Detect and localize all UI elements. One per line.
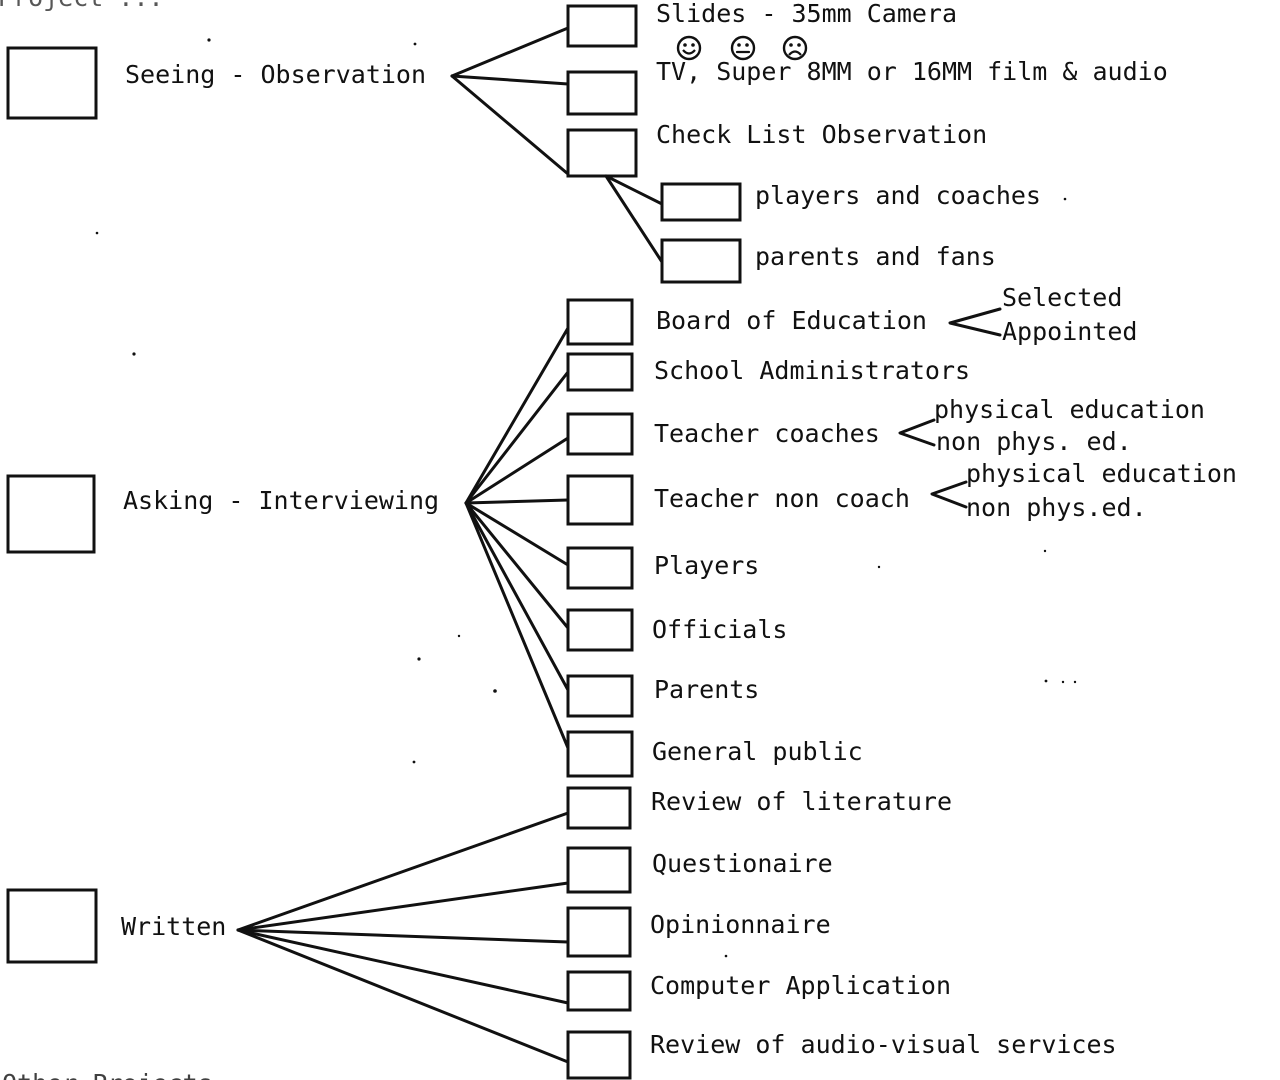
teacher-coaches-sub-connectors bbox=[898, 418, 936, 447]
seeing-connectors bbox=[450, 26, 570, 176]
asking-item-teacher-coaches: Teacher coaches bbox=[654, 419, 880, 448]
teacher-non-coach-sub-non-pe: non phys.ed. bbox=[966, 493, 1147, 522]
written-item-computer: Computer Application bbox=[650, 971, 951, 1000]
seeing-item-box-checklist[interactable] bbox=[566, 128, 638, 178]
seeing-item-checklist: Check List Observation bbox=[656, 120, 987, 149]
checklist-box-players[interactable] bbox=[660, 182, 742, 222]
written-box-computer[interactable] bbox=[566, 970, 632, 1012]
asking-item-teacher-non-coach: Teacher non coach bbox=[654, 484, 910, 513]
asking-item-board: Board of Education bbox=[656, 306, 927, 335]
asking-box-parents[interactable] bbox=[566, 674, 634, 718]
checklist-item-players: players and coaches bbox=[755, 181, 1041, 210]
board-sub-selected: Selected bbox=[1002, 283, 1122, 312]
asking-item-officials: Officials bbox=[652, 615, 787, 644]
checklist-connectors bbox=[604, 174, 664, 264]
seeing-item-box-tv[interactable] bbox=[566, 70, 638, 116]
asking-box-players[interactable] bbox=[566, 546, 634, 590]
asking-category-label: Asking - Interviewing bbox=[123, 486, 439, 515]
seeing-category-box[interactable] bbox=[6, 46, 98, 120]
asking-box-officials[interactable] bbox=[566, 608, 634, 652]
seeing-item-slides: Slides - 35mm Camera bbox=[656, 0, 957, 28]
asking-item-administrators: School Administrators bbox=[654, 356, 970, 385]
asking-item-players: Players bbox=[654, 551, 759, 580]
asking-item-parents: Parents bbox=[654, 675, 759, 704]
written-box-opinionnaire[interactable] bbox=[566, 906, 632, 958]
seeing-category-label: Seeing - Observation bbox=[125, 60, 426, 89]
asking-box-administrators[interactable] bbox=[566, 352, 634, 392]
written-category-box[interactable] bbox=[6, 888, 98, 964]
written-item-audio-visual: Review of audio-visual services bbox=[650, 1030, 1117, 1059]
teacher-non-coach-sub-pe: physical education bbox=[966, 459, 1237, 488]
asking-connectors bbox=[464, 326, 570, 750]
asking-box-teacher-coaches[interactable] bbox=[566, 412, 634, 456]
asking-category-box[interactable] bbox=[6, 474, 96, 554]
seeing-item-tv: TV, Super 8MM or 16MM film & audio bbox=[656, 57, 1168, 86]
written-item-literature: Review of literature bbox=[651, 787, 952, 816]
teacher-non-coach-sub-connectors bbox=[930, 480, 968, 509]
written-box-questionaire[interactable] bbox=[566, 846, 632, 894]
footer-fragment: Other Projects bbox=[2, 1069, 213, 1080]
board-sub-connectors bbox=[948, 307, 1002, 337]
teacher-coaches-sub-non-pe: non phys. ed. bbox=[936, 427, 1132, 456]
rating-faces bbox=[676, 35, 808, 61]
header-fragment: Project ... bbox=[0, 0, 164, 12]
neutral-face-icon bbox=[730, 35, 756, 61]
frown-face-icon bbox=[782, 35, 808, 61]
written-item-opinionnaire: Opinionnaire bbox=[650, 910, 831, 939]
written-category-label: Written bbox=[121, 912, 226, 941]
smile-face-icon bbox=[676, 35, 702, 61]
written-item-questionaire: Questionaire bbox=[652, 849, 833, 878]
teacher-coaches-sub-pe: physical education bbox=[934, 395, 1205, 424]
asking-item-general-public: General public bbox=[652, 737, 863, 766]
scan-specks bbox=[95, 38, 1077, 958]
written-connectors bbox=[236, 811, 570, 1064]
asking-box-general-public[interactable] bbox=[566, 730, 634, 778]
asking-box-board[interactable] bbox=[566, 298, 634, 346]
checklist-box-parents[interactable] bbox=[660, 238, 742, 284]
checklist-item-parents: parents and fans bbox=[755, 242, 996, 271]
written-box-audio-visual[interactable] bbox=[566, 1030, 632, 1080]
written-box-literature[interactable] bbox=[566, 786, 632, 830]
board-sub-appointed: Appointed bbox=[1002, 317, 1137, 346]
seeing-item-box-slides[interactable] bbox=[566, 4, 638, 48]
asking-box-teacher-non-coach[interactable] bbox=[566, 474, 634, 526]
